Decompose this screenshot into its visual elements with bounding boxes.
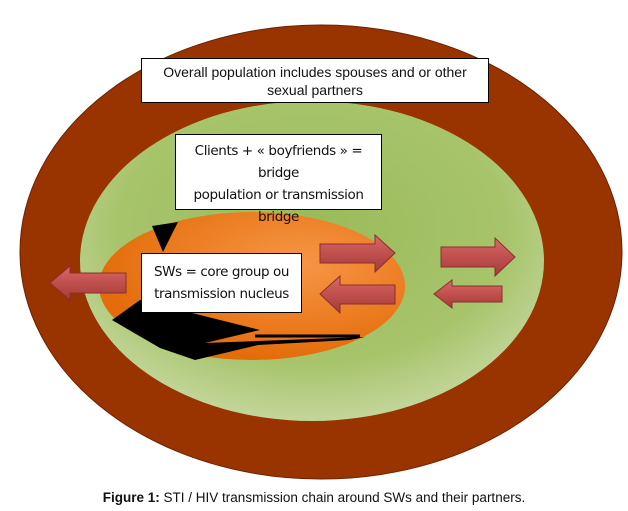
arrow-core-to-bridge xyxy=(319,233,396,274)
caption-label: Figure 1: xyxy=(102,490,160,505)
arrow-core-to-overall-left xyxy=(49,264,127,302)
caption-text: STI / HIV transmission chain around SWs … xyxy=(159,490,526,505)
bridge-label-line-2: population or transmission xyxy=(193,187,364,203)
overall-label-line-1: Overall population includes spouses and … xyxy=(163,64,467,80)
arrow-overall-to-bridge xyxy=(433,278,503,310)
black-shape-bottom xyxy=(112,300,365,360)
black-shape-top xyxy=(152,222,178,252)
arrow-bridge-to-overall xyxy=(440,236,516,278)
transmission-diagram xyxy=(19,24,623,480)
core-label-line-1: SWs = core group ou xyxy=(153,264,290,280)
core-group-label-box: SWs = core group ou transmission nucleus xyxy=(141,253,302,313)
bridge-label-line-1: Clients + « boyfriends » = bridge xyxy=(194,143,363,181)
core-label-line-2: transmission nucleus xyxy=(154,286,289,302)
figure-caption: Figure 1: STI / HIV transmission chain a… xyxy=(0,490,628,505)
overall-population-label-box: Overall population includes spouses and … xyxy=(141,58,489,103)
bridge-label-line-3: bridge xyxy=(258,209,299,225)
overall-label-line-2: sexual partners xyxy=(267,82,363,98)
arrow-bridge-to-core xyxy=(319,274,396,315)
bridge-population-label-box: Clients + « boyfriends » = bridge popula… xyxy=(175,134,382,225)
